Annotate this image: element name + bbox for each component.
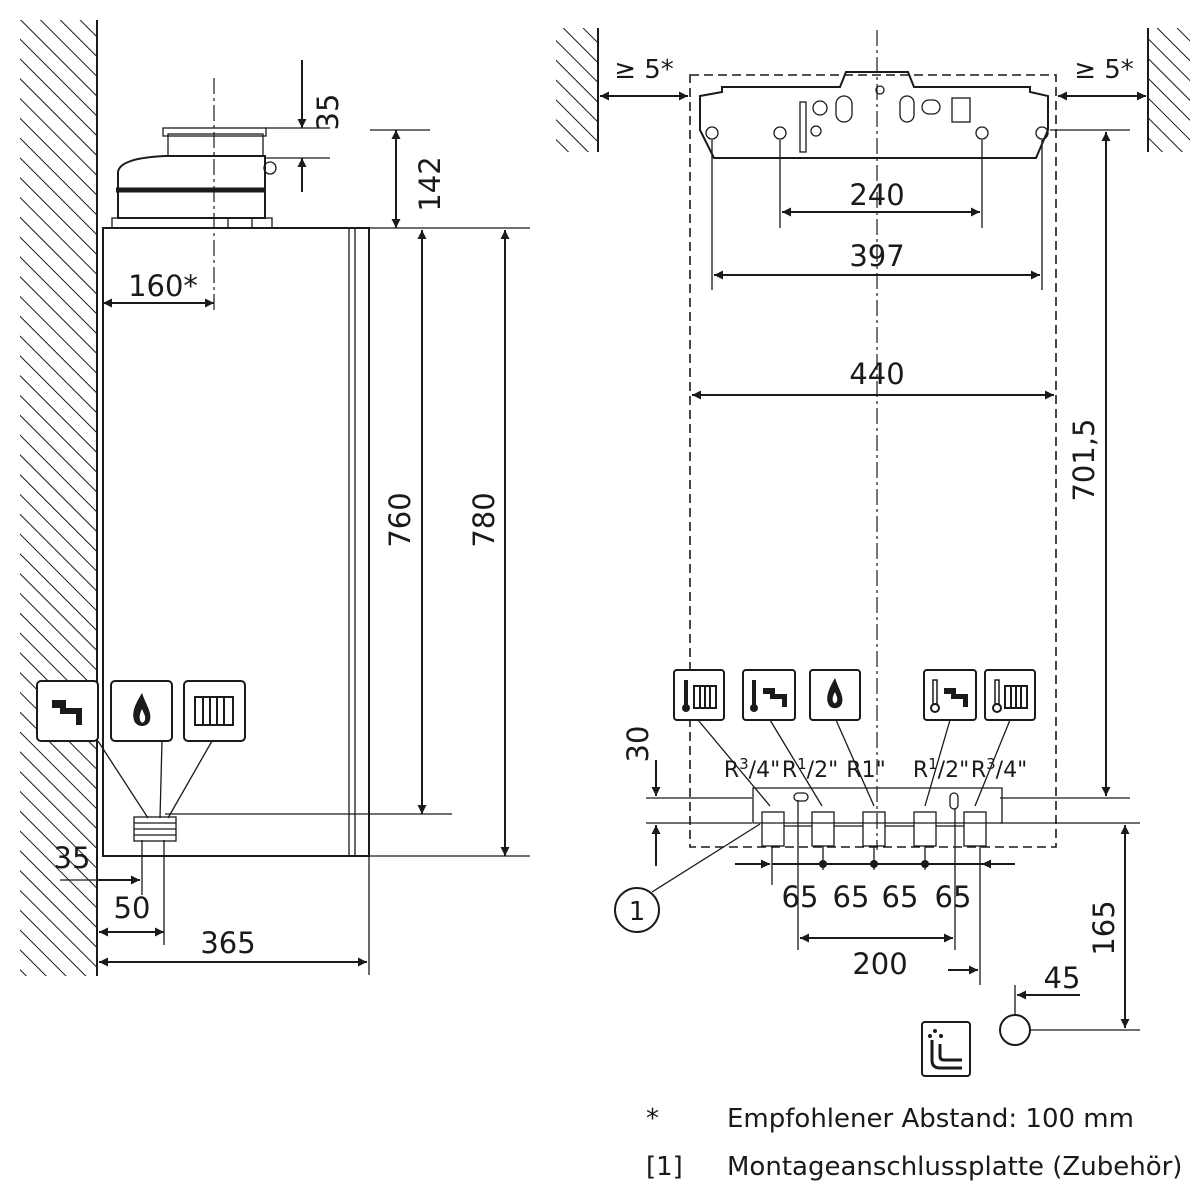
dim-160: 160* [128,269,198,303]
conn-label-5: R3/4" [971,755,1027,783]
drain-icon [921,1021,971,1077]
dim-142: 142 [413,156,447,211]
dim-397: 397 [849,239,904,273]
legend-key-2: [1] [646,1152,683,1182]
dim-780: 780 [467,492,501,547]
dim-760: 760 [383,492,417,547]
dim-65-3: 65 [882,880,919,914]
dim-65-4: 65 [935,880,972,914]
radiator-icon [183,680,246,742]
flame-icon [110,680,173,742]
hot-water-icon [742,669,796,721]
tap-icon [36,680,99,742]
dim-35-top: 35 [311,94,345,131]
dim-240: 240 [849,178,904,212]
cold-water-icon [923,669,977,721]
boiler-outline-front [689,74,1057,848]
gap-left-label: ≥ 5* [614,55,674,85]
flue-adapter [111,127,277,229]
mounting-bracket [699,71,1049,159]
heating-return-icon [984,669,1036,721]
dim-365: 365 [200,926,255,960]
dim-65-2: 65 [833,880,870,914]
dim-30: 30 [621,726,655,763]
dim-200: 200 [852,947,907,981]
legend-text-1: Empfohlener Abstand: 100 mm [727,1104,1134,1134]
legend-text-2: Montageanschlussplatte (Zubehör) [727,1152,1183,1182]
conn-label-1: R3/4" [724,755,780,783]
callout-1 [614,887,660,933]
gap-right-label: ≥ 5* [1074,55,1134,85]
dim-35-bottom: 35 [54,841,91,875]
dim-701-5: 701,5 [1067,418,1101,501]
front-view: ≥ 5* ≥ 5* 240 397 440 701,5 30 [556,28,1190,1077]
side-view: 35 142 160* 760 780 [20,20,530,976]
dim-165: 165 [1087,900,1121,955]
wall-hatch [20,20,97,976]
conn-label-2: R1/2" [782,755,838,783]
boiler-body-side [102,227,370,857]
dim-45: 45 [1044,961,1081,995]
svg-text:1: 1 [629,897,646,927]
gas-icon [809,669,861,721]
right-wall-hatch [1148,28,1190,152]
dim-50: 50 [114,891,151,925]
conn-label-3: R1" [846,758,885,783]
drain-outlet [999,1014,1031,1046]
dim-65-1: 65 [782,880,819,914]
legend-key-1: * [646,1104,659,1134]
dim-440: 440 [849,357,904,391]
conn-label-4: R1/2" [913,755,969,783]
heating-flow-icon [673,669,725,721]
left-wall-hatch [556,28,598,152]
